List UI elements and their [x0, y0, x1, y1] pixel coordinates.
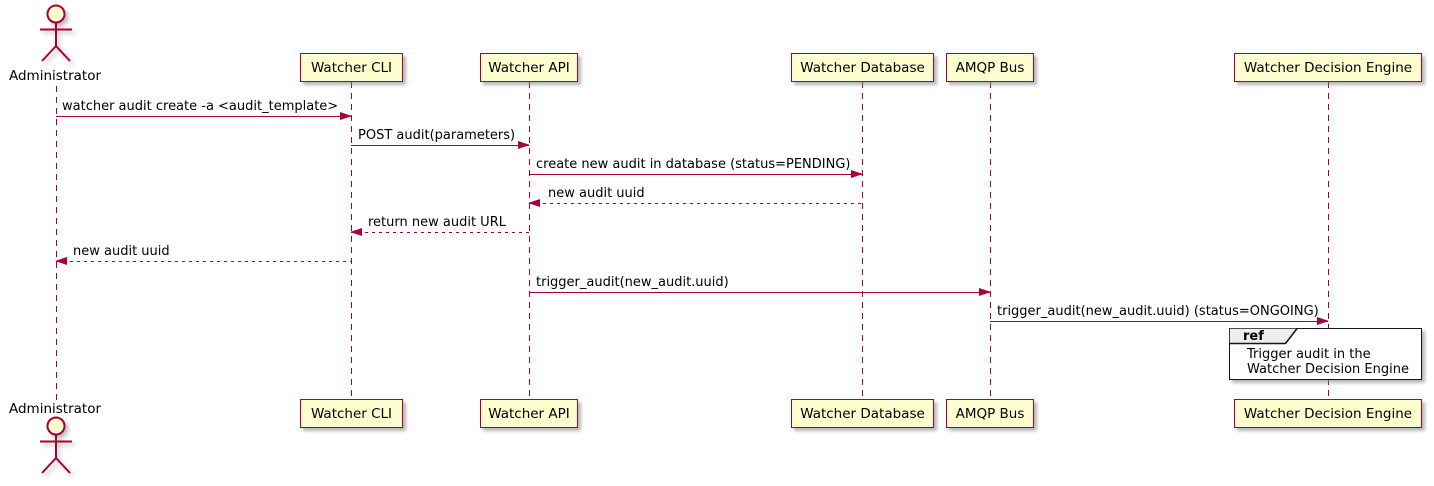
ref-frame: ref Trigger audit in the Watcher Decisio…: [1228, 327, 1422, 380]
message-post-audit: POST audit(parameters): [351, 125, 530, 149]
arrowhead-left-icon: [528, 199, 540, 207]
participant-watcher-decision-engine-bottom: Watcher Decision Engine: [1234, 399, 1422, 428]
ref-tag-shape-icon: [1228, 327, 1300, 345]
message-new-audit-uuid-to-admin: new audit uuid: [55, 241, 351, 265]
ref-body: Trigger audit in the Watcher Decision En…: [1247, 347, 1409, 377]
lifeline-amqp-bus: [990, 82, 991, 399]
participant-watcher-decision-engine-top: Watcher Decision Engine: [1234, 53, 1422, 82]
message-line-dotted: [529, 203, 862, 204]
message-label: create new audit in database (status=PEN…: [536, 157, 851, 172]
message-label: watcher audit create -a <audit_template>: [62, 99, 339, 114]
actor-icon: [40, 416, 72, 474]
message-label: POST audit(parameters): [358, 128, 516, 143]
participant-watcher-api-top: Watcher API: [480, 53, 578, 82]
message-new-audit-uuid-return: new audit uuid: [528, 183, 862, 207]
participant-watcher-cli-top: Watcher CLI: [300, 53, 403, 82]
lifeline-watcher-cli: [351, 82, 352, 399]
message-label: return new audit URL: [368, 215, 506, 230]
arrowhead-right-icon: [518, 141, 530, 149]
participant-watcher-database-bottom: Watcher Database: [791, 399, 934, 428]
lifeline-watcher-database: [862, 82, 863, 399]
participant-amqp-bus-top: AMQP Bus: [946, 53, 1034, 82]
message-line: [529, 292, 990, 293]
message-return-audit-url: return new audit URL: [350, 212, 529, 236]
message-label: trigger_audit(new_audit.uuid) (status=ON…: [997, 304, 1319, 319]
lifeline-watcher-decision-engine: [1328, 82, 1329, 399]
actor-label-bottom: Administrator: [8, 401, 102, 417]
message-line: [990, 321, 1328, 322]
actor-icon: [40, 4, 72, 62]
ref-tag-label: ref: [1243, 329, 1264, 344]
lifeline-watcher-api: [529, 82, 530, 399]
lifeline-administrator: [56, 86, 57, 400]
message-label: new audit uuid: [548, 186, 645, 201]
message-line: [529, 174, 862, 175]
arrowhead-right-icon: [979, 288, 991, 296]
message-line: [351, 145, 529, 146]
ref-tag: ref: [1228, 327, 1300, 349]
message-audit-create: watcher audit create -a <audit_template>: [56, 96, 352, 120]
participant-watcher-database-top: Watcher Database: [791, 53, 934, 82]
ref-line: Watcher Decision Engine: [1247, 362, 1409, 377]
message-trigger-audit-ongoing: trigger_audit(new_audit.uuid) (status=ON…: [990, 301, 1329, 325]
participant-watcher-cli-bottom: Watcher CLI: [300, 399, 403, 428]
participant-amqp-bus-bottom: AMQP Bus: [946, 399, 1034, 428]
message-line-dotted: [351, 232, 529, 233]
message-label: trigger_audit(new_audit.uuid): [536, 275, 729, 290]
arrowhead-left-icon: [55, 257, 67, 265]
participant-watcher-api-bottom: Watcher API: [480, 399, 578, 428]
message-label: new audit uuid: [73, 244, 170, 259]
message-line: [56, 116, 351, 117]
arrowhead-right-icon: [1317, 317, 1329, 325]
message-create-audit-db: create new audit in database (status=PEN…: [529, 154, 863, 178]
arrowhead-right-icon: [340, 112, 352, 120]
arrowhead-right-icon: [851, 170, 863, 178]
actor-label-top: Administrator: [8, 68, 102, 84]
arrowhead-left-icon: [350, 228, 362, 236]
ref-line: Trigger audit in the: [1247, 347, 1371, 362]
message-line-dotted: [56, 261, 351, 262]
message-trigger-audit: trigger_audit(new_audit.uuid): [529, 272, 991, 296]
